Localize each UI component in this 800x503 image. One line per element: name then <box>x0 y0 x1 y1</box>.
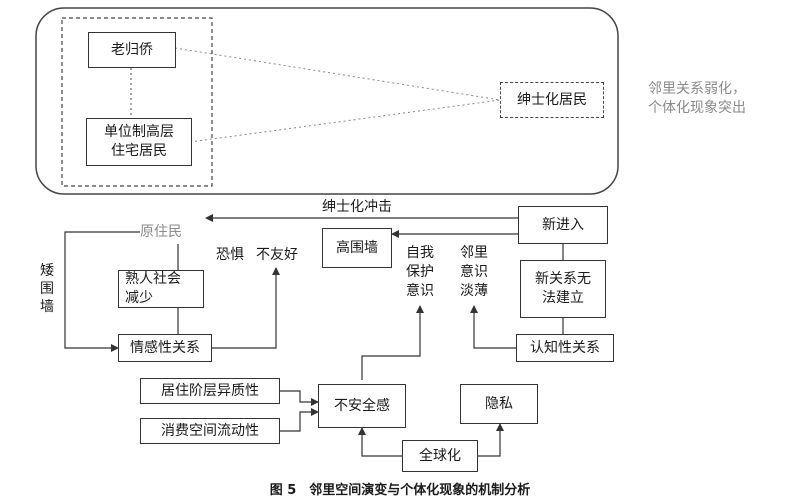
label-weak-neighborhood-awareness: 邻里 意识 淡薄 <box>460 245 488 299</box>
node-class-heterogeneity: 居住阶层异质性 <box>140 378 280 404</box>
link-laoguiqiao-shenshi <box>174 47 501 101</box>
top-rounded-frame <box>35 7 619 195</box>
label-gentrification-impact: 绅士化冲击 <box>322 199 392 215</box>
node-lao-gui-qiao: 老归侨 <box>88 32 176 68</box>
arrow-renzhi-linli <box>470 305 516 349</box>
link-danwei-shenshi <box>189 99 501 143</box>
node-globalization: 全球化 <box>402 440 478 472</box>
node-original-residents: 原住民 <box>140 224 182 240</box>
node-new-entrants: 新进入 <box>518 206 608 244</box>
note-weakened-relations: 邻里关系弱化， 个体化现象突出 <box>648 81 746 116</box>
node-danwei-residents: 单位制高层 住宅居民 <box>86 118 192 166</box>
arrow-juzhu-buanquan <box>280 390 319 406</box>
label-low-walls: 矮 围 墙 <box>40 263 54 315</box>
node-no-new-relations: 新关系无 法建立 <box>520 260 606 318</box>
node-insecurity: 不安全感 <box>318 384 406 428</box>
arrow-buanquan-ziwo <box>361 305 424 380</box>
arrow-quanqiuhua-buanquan <box>358 427 402 457</box>
arrow-quanqiuhua-yinsi <box>478 423 504 457</box>
arrow-qinggan-buyouhao <box>212 267 280 349</box>
node-consumption-mobility: 消费空间流动性 <box>140 418 280 444</box>
node-privacy: 隐私 <box>460 384 538 424</box>
node-fewer-acquaintances: 熟人社会 减少 <box>118 270 204 308</box>
node-emotional-relations: 情感性关系 <box>118 334 212 362</box>
label-unfriendly: 不友好 <box>256 247 298 263</box>
inner-dashed-frame <box>61 17 213 187</box>
node-high-walls: 高围墙 <box>322 228 392 268</box>
label-self-protection: 自我 保护 意识 <box>406 245 434 299</box>
arrow-aiweiqiang-loop <box>64 231 140 352</box>
label-fear: 恐惧 <box>216 247 244 263</box>
arrow-xiaofei-buanquan <box>280 408 319 432</box>
node-gentrified-residents: 绅士化居民 <box>500 82 604 118</box>
node-cognitive-relations: 认知性关系 <box>516 334 614 362</box>
figure-caption: 图 5 邻里空间演变与个体化现象的机制分析 <box>269 483 531 498</box>
